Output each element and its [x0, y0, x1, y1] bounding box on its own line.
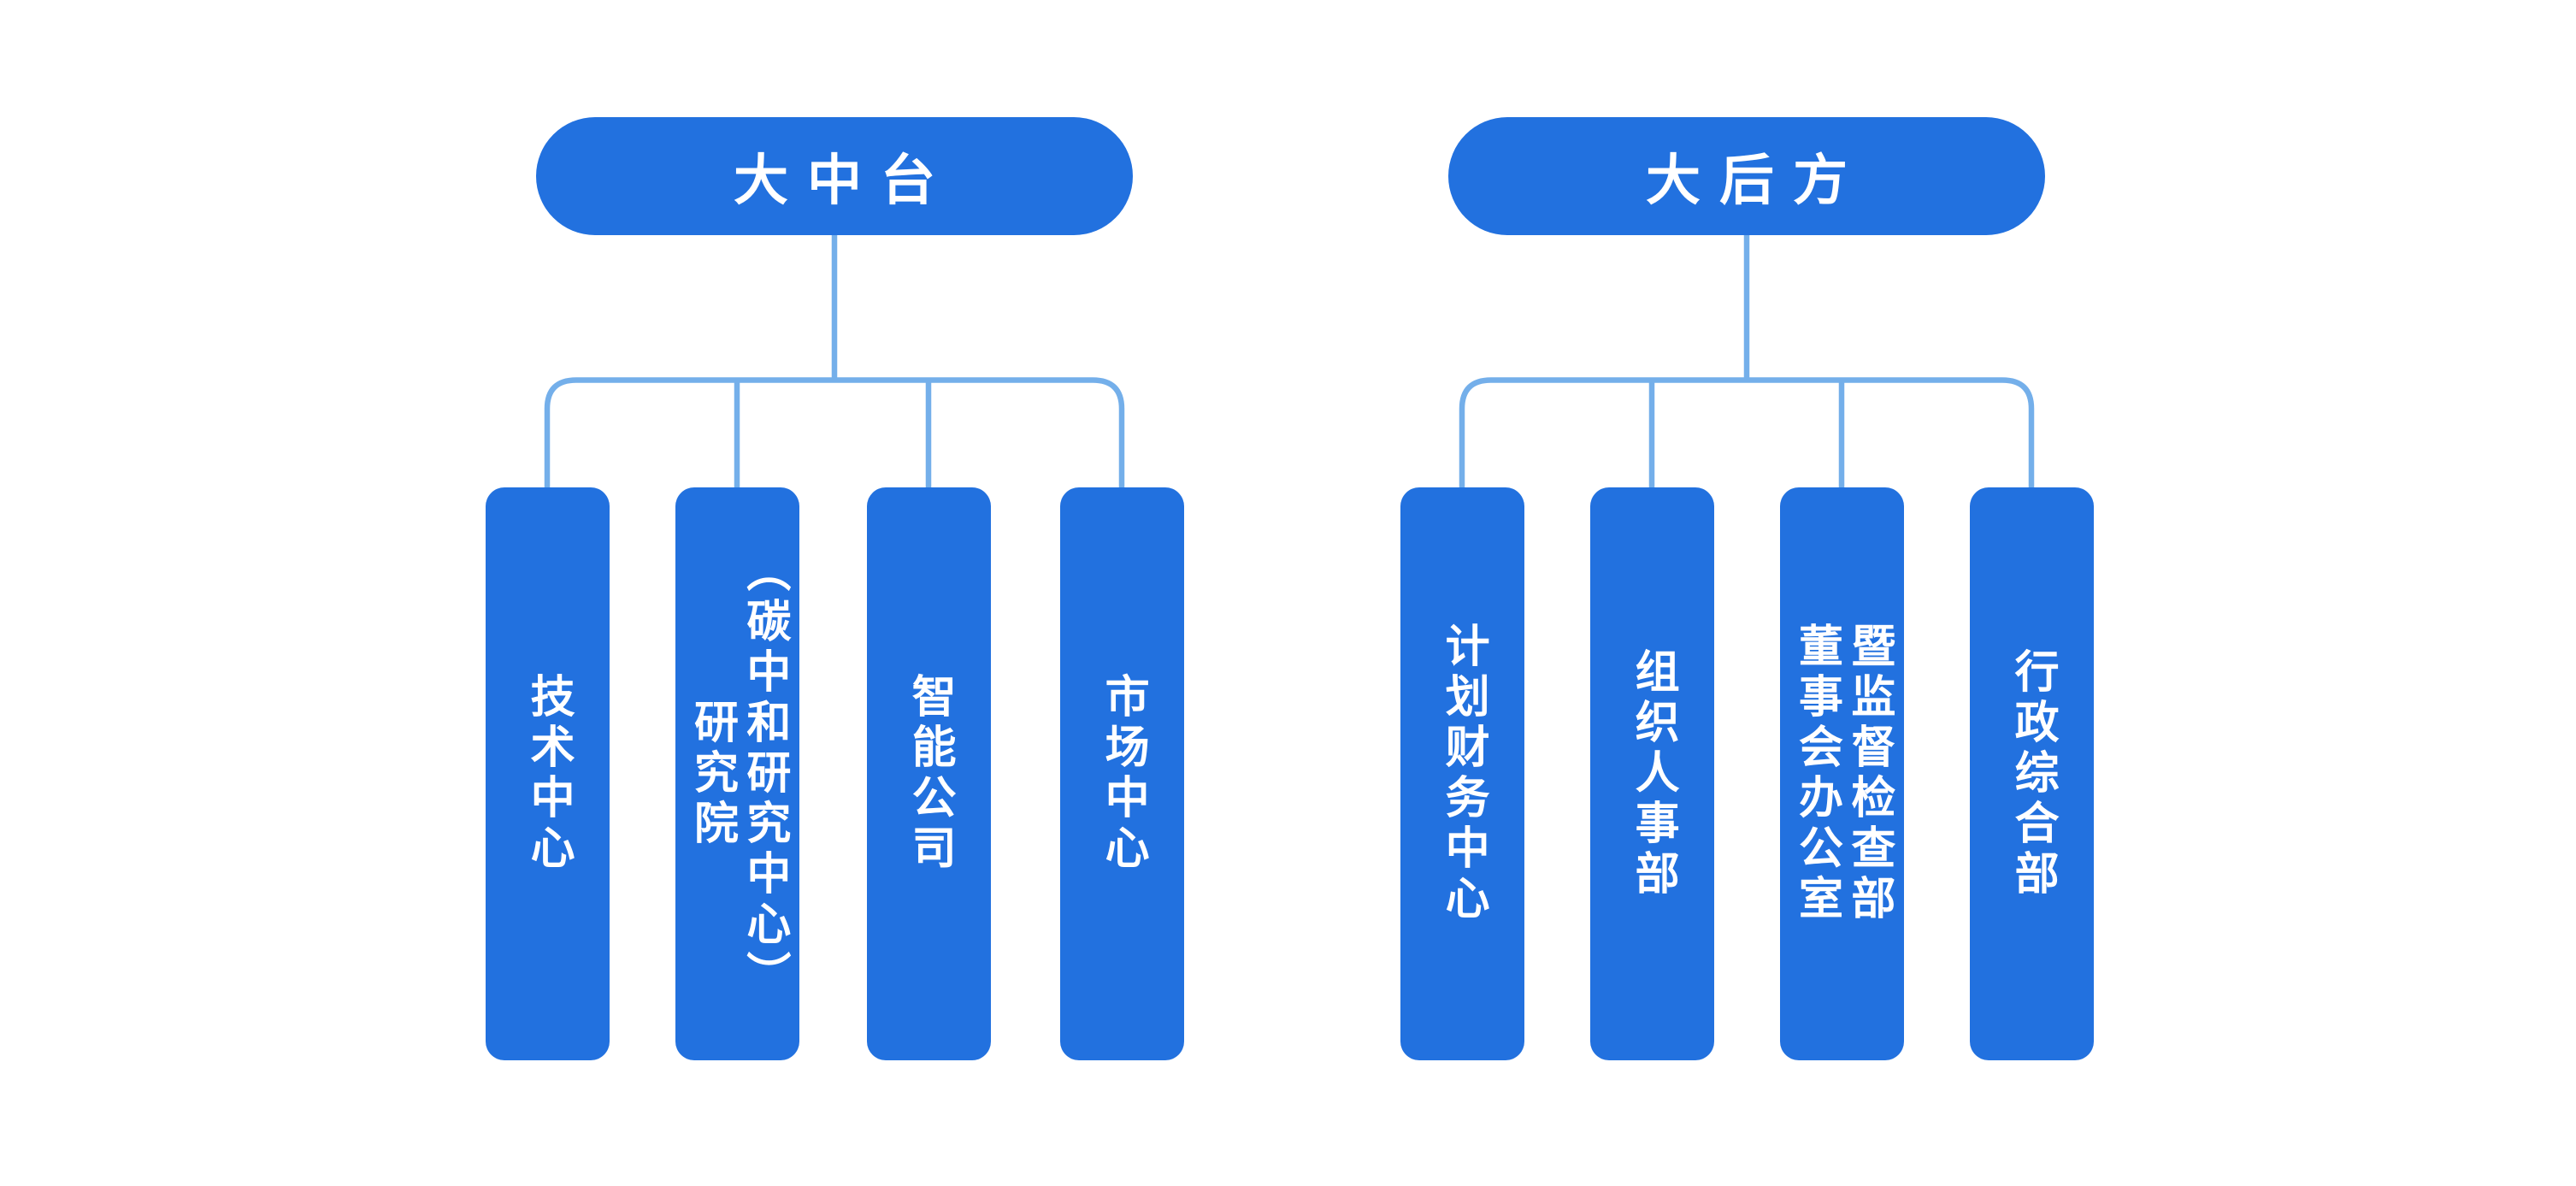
child-node-intelligent-company[interactable]: 智能公司 — [867, 487, 991, 1060]
child-node-label: 智能公司 — [905, 673, 955, 875]
child-node-planning-finance-center[interactable]: 计划财务中心 — [1400, 487, 1524, 1060]
child-node-admin-general-dept[interactable]: 行政综合部 — [1970, 487, 2094, 1060]
root-node-left-label: 大中台 — [734, 150, 954, 211]
child-node-label: 计划财务中心 — [1438, 623, 1488, 925]
child-node-market-center[interactable]: 市场中心 — [1060, 487, 1184, 1060]
child-node-org-personnel-dept[interactable]: 组织人事部 — [1590, 487, 1714, 1060]
child-node-board-office-supervision-dept[interactable]: 董事会办公室 暨监督检查部 — [1780, 487, 1904, 1060]
child-node-label: 组织人事部 — [1628, 647, 1678, 900]
child-node-label: 董事会办公室 暨监督检查部 — [1791, 623, 1894, 925]
connector-right-bracket — [1459, 377, 2035, 492]
child-node-label: 技术中心 — [523, 673, 574, 875]
root-node-right-label: 大后方 — [1646, 150, 1866, 211]
root-node-right[interactable]: 大后方 — [1448, 117, 2045, 235]
child-node-research-institute[interactable]: 研究院 （碳中和研究中心） — [675, 487, 799, 1060]
child-node-tech-center[interactable]: 技术中心 — [486, 487, 610, 1060]
root-node-left[interactable]: 大中台 — [536, 117, 1133, 235]
child-node-label: 研究院 （碳中和研究中心） — [687, 546, 789, 1001]
child-node-label: 行政综合部 — [2007, 647, 2058, 900]
connector-left-bracket — [544, 377, 1125, 492]
child-node-label: 市场中心 — [1098, 673, 1148, 875]
